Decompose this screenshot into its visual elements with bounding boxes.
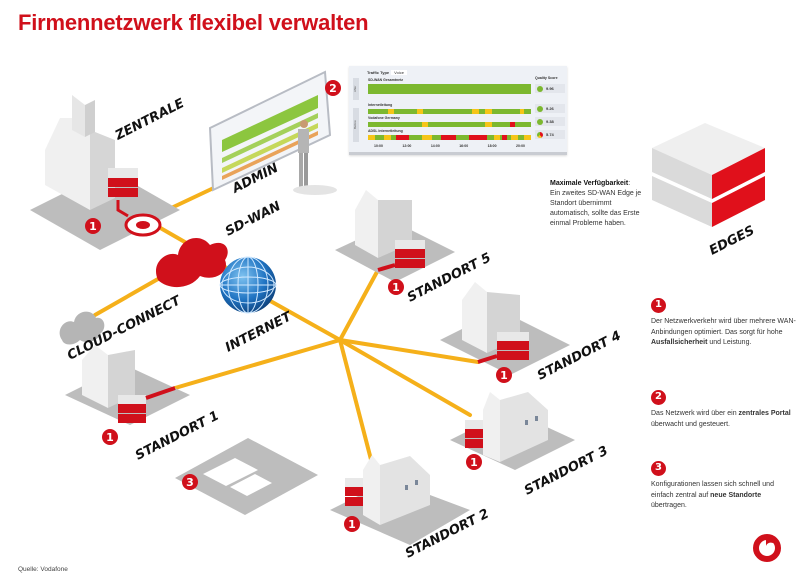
time-tick: 18:00	[487, 144, 497, 148]
row-label: Internetleitung	[368, 103, 393, 107]
score-value: 9.96	[546, 86, 554, 91]
source-note: Quelle: Vodafone	[18, 566, 68, 573]
availability-heading: Maximale Verfügbarkeit	[550, 180, 629, 187]
timeline-bar-internet	[368, 109, 531, 114]
legend-number-badge: 2	[651, 390, 666, 405]
standort-4-building	[440, 282, 570, 375]
time-tick: 20:00	[516, 144, 525, 148]
standort-5-building	[335, 190, 455, 282]
quality-score-vodafone: 9.38	[535, 117, 565, 126]
traffic-type-value: Voice	[391, 70, 407, 75]
badge-1-zentrale: 1	[85, 218, 101, 234]
link-hub-standort2	[338, 338, 377, 477]
badge-1-standort3: 1	[466, 454, 482, 470]
quality-score-sdwan: 9.96	[535, 84, 565, 93]
svg-text:1: 1	[89, 220, 97, 233]
quality-score-internet: 9.26	[535, 104, 565, 113]
label-zentrale: ZENTRALE	[112, 96, 187, 144]
availability-text: Ein zweites SD-WAN Edge je Standort über…	[550, 190, 642, 227]
label-sdwan: SD-WAN	[223, 199, 283, 240]
badge-1-standort1: 1	[102, 429, 118, 445]
legend-number-badge: 1	[651, 298, 666, 313]
after-label: After	[353, 78, 359, 100]
new-site-placeholder	[175, 438, 318, 515]
link-internet-hub	[263, 296, 342, 342]
legend-item-2: 2 Das Netzwerk wird über ein zentrales P…	[651, 390, 791, 428]
admin-person	[293, 120, 337, 195]
score-pie-icon	[537, 131, 543, 138]
link-hub-standort4	[338, 338, 480, 364]
connection-lines	[93, 183, 480, 477]
svg-text:3: 3	[186, 476, 194, 489]
cloud-connect-icon	[59, 311, 105, 345]
page-title: Firmennetzwerk flexibel verwalten	[18, 10, 369, 35]
internet-globe-icon	[219, 256, 277, 314]
svg-text:1: 1	[106, 431, 114, 444]
legend-number-badge: 3	[651, 461, 666, 476]
standort-1-building	[65, 345, 190, 425]
svg-text:1: 1	[348, 518, 356, 531]
svg-text:1: 1	[500, 369, 508, 382]
edges-device-icon	[652, 123, 765, 227]
timeline-bar-adsl	[368, 135, 531, 140]
link-hub-standort1	[173, 338, 342, 390]
score-pie-icon	[537, 118, 543, 125]
standort-3-building	[450, 392, 575, 470]
legend-item-1: 1 Der Netzwerkverkehr wird über mehrere …	[651, 298, 796, 346]
badge-2-portal: 2	[325, 80, 341, 96]
vodafone-logo-icon	[753, 534, 781, 562]
score-value: 5.74	[546, 132, 554, 137]
svg-text:2: 2	[329, 82, 337, 95]
standort-2-building	[330, 455, 470, 545]
timeline-bar-sdwan	[368, 84, 531, 94]
time-tick: 16:00	[459, 144, 469, 148]
quality-score-adsl: 5.74	[535, 130, 565, 139]
before-label: Before	[353, 108, 359, 142]
score-value: 9.38	[546, 119, 554, 124]
link-hub-standort3	[338, 338, 472, 417]
sdwan-cloud-icon	[156, 237, 228, 288]
time-tick: 14:00	[430, 144, 440, 148]
sdwan-target-icon	[124, 213, 162, 237]
score-pie-icon	[537, 105, 543, 112]
zentrale-building	[30, 95, 180, 250]
badge-1-standort2: 1	[344, 516, 360, 532]
quality-score-header: Quality Score	[535, 76, 558, 80]
label-edges: EDGES	[707, 223, 757, 258]
label-internet: INTERNET	[223, 309, 295, 356]
score-value: 9.26	[546, 106, 554, 111]
link-hub-standort5	[338, 268, 380, 342]
score-pie-icon	[537, 85, 543, 92]
svg-text:1: 1	[392, 281, 400, 294]
svg-text:1: 1	[470, 456, 478, 469]
legend-item-3: 3 Konfigurationen lassen sich schnell un…	[651, 461, 774, 509]
link-cloud-cloudconnect	[93, 273, 167, 317]
row-label: SD-WAN Gesamtnetz	[368, 78, 404, 82]
badge-1-standort5: 1	[388, 279, 404, 295]
timeline-bar-vodafone	[368, 122, 531, 127]
admin-portal-screen	[208, 70, 332, 192]
row-label: ADSL Internetleitung	[368, 129, 403, 133]
time-axis: 10:00 12:00 14:00 16:00 18:00 20:00	[368, 144, 531, 148]
badge-1-standort4: 1	[496, 367, 512, 383]
row-label: Vodafone Germany	[368, 116, 400, 120]
time-tick: 12:00	[402, 144, 412, 148]
traffic-type-label: Traffic Type	[367, 70, 390, 75]
badge-3-new-site: 3	[182, 474, 198, 490]
availability-note: Maximale Verfügbarkeit: Ein zweites SD-W…	[550, 180, 642, 227]
time-tick: 10:00	[374, 144, 383, 148]
